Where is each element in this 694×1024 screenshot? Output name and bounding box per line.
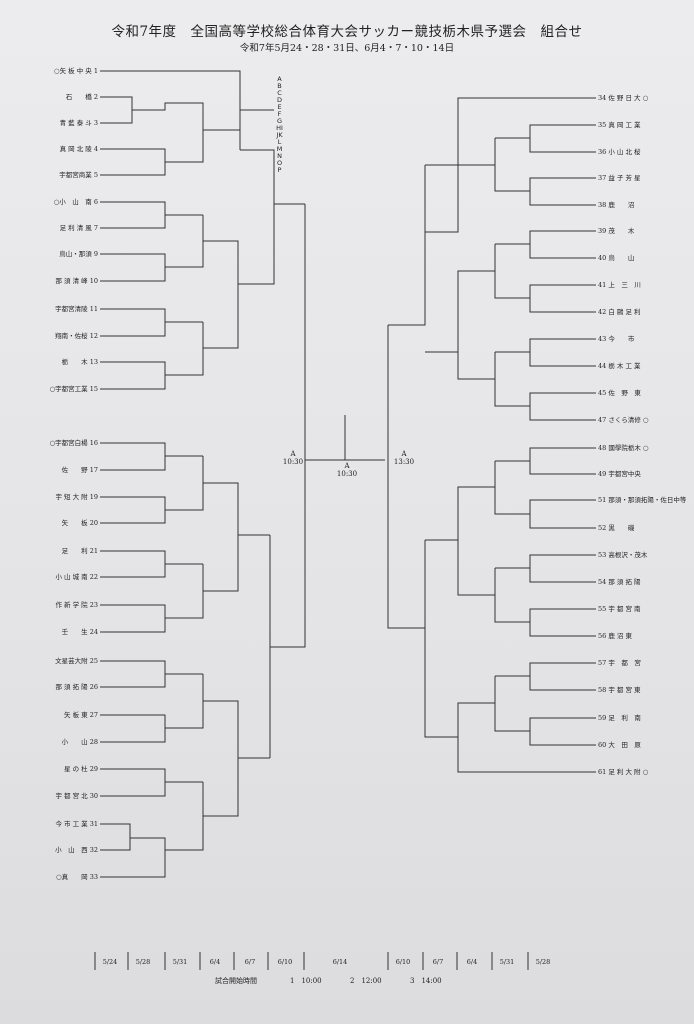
final-venue-label: A [344,462,350,470]
right-team-3: 36 小 山 北 桜 [598,148,641,156]
left-team-3: 青 藍 泰 斗 3 [59,119,98,127]
left-team-19: 小 山 城 南 22 [55,573,98,581]
left-team-30: ○真 岡 33 [55,873,98,881]
right-team-8: 41 上 三 川 [598,281,641,289]
left-team-9: 那 須 清 峰 10 [55,277,98,285]
left-team-1: ○矢 板 中 央 1 [53,67,98,75]
left-team-4: 真 岡 北 陵 4 [59,145,98,153]
left-team-18: 足 利 21 [61,547,98,555]
legend-label: 試合開始時間 [215,977,257,985]
right-team-14: 48 國學院栃木 ○ [598,444,649,452]
left-team-8: 烏山・那須 9 [59,250,98,258]
right-team-24: 59 足 利 南 [598,714,641,722]
footer-date-1: 5/24 [102,958,118,966]
left-team-17: 矢 板 20 [61,519,98,527]
left-team-29: 小 山 西 32 [55,846,98,854]
left-team-15: 佐 野 17 [61,466,98,474]
time-2: 2 12:00 [350,977,382,985]
right-team-20: 55 宇 都 宮 南 [598,605,641,613]
footer-date-10: 6/4 [466,958,478,966]
left-team-28: 今 市 工 業 31 [55,820,98,828]
footer-date-7: 6/14 [332,958,348,966]
page-subtitle: 令和7年5月24・28・31日、6月4・7・10・14日 [239,43,455,54]
footer-date-9: 6/7 [432,958,444,966]
right-team-4: 37 益 子 芳 星 [598,174,641,182]
footer-date-11: 5/31 [499,958,515,966]
right-team-23: 58 宇 都 宮 東 [598,686,641,694]
left-team-7: 足 利 清 風 7 [59,224,98,232]
right-team-25: 60 大 田 原 [598,741,641,749]
right-semifinal-venue-label: A [401,450,407,458]
right-team-18: 53 高根沢・茂木 [598,551,648,559]
left-team-16: 宇 短 大 附 19 [55,493,98,501]
right-team-26: 61 足 利 大 附 ○ [598,768,649,776]
right-team-21: 56 鹿 沼 東 [598,632,632,640]
footer-date-3: 5/31 [172,958,188,966]
final-venue: A 10:30 [332,462,362,478]
left-team-6: ○小 山 南 6 [53,198,98,206]
left-semifinal-venue-label: A [290,450,296,458]
left-team-14: ○宇都宮白楊 16 [49,439,98,447]
right-team-5: 38 鹿 沼 [598,201,635,209]
left-team-24: 矢 板 東 27 [64,711,98,719]
footer-date-12: 5/28 [535,958,551,966]
left-team-10: 宇都宮清陵 11 [55,305,98,313]
left-team-26: 星 の 杜 29 [64,765,98,773]
footer-date-4: 6/4 [209,958,221,966]
left-team-27: 宇 都 宮 北 30 [55,792,98,800]
right-team-16: 51 那須・那須拓陽・佐日中等 [598,496,687,504]
right-team-9: 42 白 鷗 足 利 [598,308,641,316]
right-semifinal-time: 13:30 [393,458,415,466]
left-semifinal-venue: A 10:30 [278,450,308,466]
page-title: 令和7年度 全国高等学校総合体育大会サッカー競技栃木県予選会 組合せ [111,24,583,40]
footer-date-8: 6/10 [395,958,411,966]
footer-date-5: 6/7 [244,958,256,966]
left-team-23: 那 須 拓 陽 26 [55,683,98,691]
right-team-10: 43 今 市 [598,335,635,343]
venue-code-column: ABCDEFGHIJKLMNOP [276,76,284,174]
left-team-12: 栃 木 13 [61,358,98,366]
right-team-15: 49 宇都宮中央 [598,470,641,478]
time-1: 1 10:00 [290,977,322,985]
left-team-11: 翔南・佐桜 12 [55,332,98,340]
left-team-5: 宇都宮商業 5 [59,171,98,179]
venue-codes-text: ABCDEFGHIJKLMNOP [276,75,283,174]
right-team-7: 40 烏 山 [598,254,635,262]
right-semifinal-venue: A 13:30 [389,450,419,466]
right-team-1: 34 佐 野 日 大 ○ [598,94,649,102]
right-team-13: 47 さくら清修 ○ [598,416,649,424]
time-3: 3 14:00 [410,977,442,985]
left-team-22: 文星芸大附 25 [55,657,98,665]
left-team-20: 作 新 学 院 23 [55,601,98,609]
left-team-13: ○宇都宮工業 15 [49,385,98,393]
footer-date-6: 6/10 [277,958,293,966]
final-time: 10:30 [336,470,358,478]
right-team-19: 54 那 須 拓 陽 [598,578,641,586]
left-team-25: 小 山 28 [61,738,98,746]
right-team-6: 39 茂 木 [598,227,635,235]
left-semifinal-time: 10:30 [282,458,304,466]
left-team-2: 石 橋 2 [65,93,98,101]
right-team-12: 45 佐 野 東 [598,389,641,397]
left-team-21: 壬 生 24 [61,628,98,636]
right-team-11: 44 栃 木 工 業 [598,362,641,370]
footer-date-2: 5/28 [135,958,151,966]
right-team-17: 52 黒 磯 [598,524,635,532]
right-team-22: 57 宇 都 宮 [598,659,641,667]
right-team-2: 35 真 岡 工 業 [598,121,641,129]
